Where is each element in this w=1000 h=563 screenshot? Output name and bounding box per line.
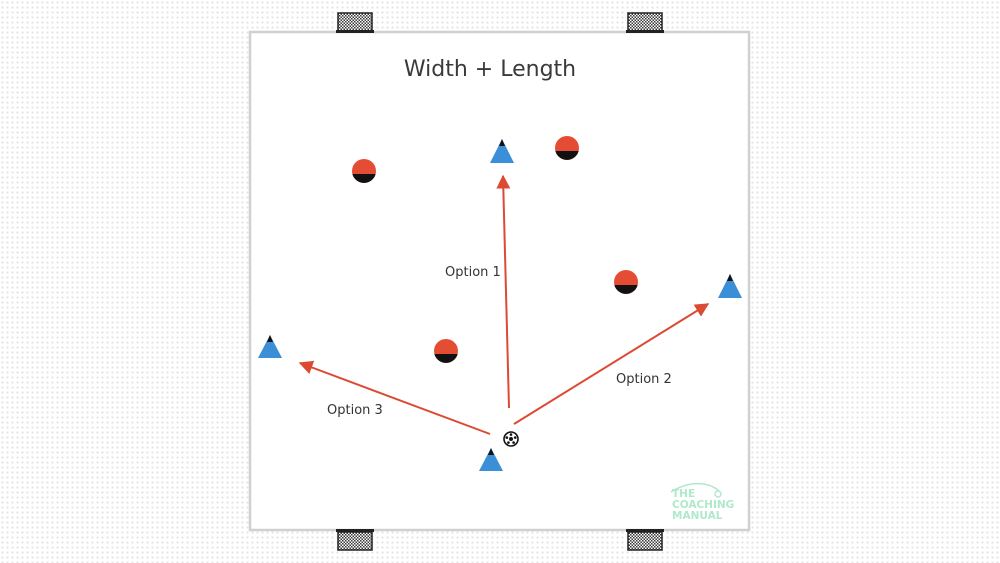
watermark-line-1: THE bbox=[672, 488, 695, 500]
defender-1 bbox=[352, 159, 376, 183]
watermark-line-3: MANUAL bbox=[672, 510, 723, 522]
goal-crossbar bbox=[336, 30, 374, 33]
defender-2 bbox=[555, 136, 579, 160]
soccer-ball-icon bbox=[503, 431, 519, 447]
goal-crossbar bbox=[626, 30, 664, 33]
disc-shadow bbox=[614, 285, 638, 294]
attacker-right bbox=[718, 274, 742, 298]
arrow-option-1 bbox=[496, 174, 511, 409]
label-option-2: Option 2 bbox=[616, 372, 672, 387]
watermark-line-2: COACHING bbox=[672, 499, 734, 511]
blue-triangle-cone-icon bbox=[479, 448, 503, 471]
arrow-option-2 bbox=[513, 303, 710, 425]
cone-tip bbox=[499, 139, 505, 146]
disc-shadow bbox=[555, 151, 579, 160]
defender-3 bbox=[614, 270, 638, 294]
logo-swoosh-icon bbox=[670, 482, 720, 493]
cone-tip bbox=[267, 335, 273, 342]
blue-triangle-cone-icon bbox=[258, 335, 282, 358]
diagram-title: Width + Length bbox=[404, 57, 576, 82]
logo-ball-icon bbox=[714, 490, 722, 498]
goal-bottom-left bbox=[336, 529, 374, 551]
cone-tip bbox=[727, 274, 733, 281]
attacker-ball-carrier bbox=[479, 448, 503, 471]
defender-4 bbox=[434, 339, 458, 363]
label-option-3: Option 3 bbox=[327, 403, 383, 418]
the-coaching-manual-logo: THE COACHING MANUAL bbox=[670, 482, 734, 522]
attacker-top bbox=[490, 139, 514, 163]
goal-crossbar bbox=[626, 529, 664, 532]
mini-goal-net-icon bbox=[337, 531, 373, 551]
goal-bottom-right bbox=[626, 529, 664, 551]
goal-top-right bbox=[626, 12, 664, 33]
blue-triangle-cone-icon bbox=[490, 139, 514, 163]
blue-triangle-cone-icon bbox=[718, 274, 742, 298]
goal-top-left bbox=[336, 12, 374, 33]
mini-goal-net-icon bbox=[627, 531, 663, 551]
pitch-area bbox=[248, 30, 751, 532]
label-option-1: Option 1 bbox=[445, 265, 501, 280]
cone-tip bbox=[488, 448, 494, 455]
disc-shadow bbox=[434, 354, 458, 363]
mini-goal-net-icon bbox=[627, 12, 663, 32]
disc-shadow bbox=[352, 174, 376, 183]
mini-goal-net-icon bbox=[337, 12, 373, 32]
arrow-option-3 bbox=[298, 360, 491, 435]
attacker-left bbox=[258, 335, 282, 358]
goal-crossbar bbox=[336, 529, 374, 532]
